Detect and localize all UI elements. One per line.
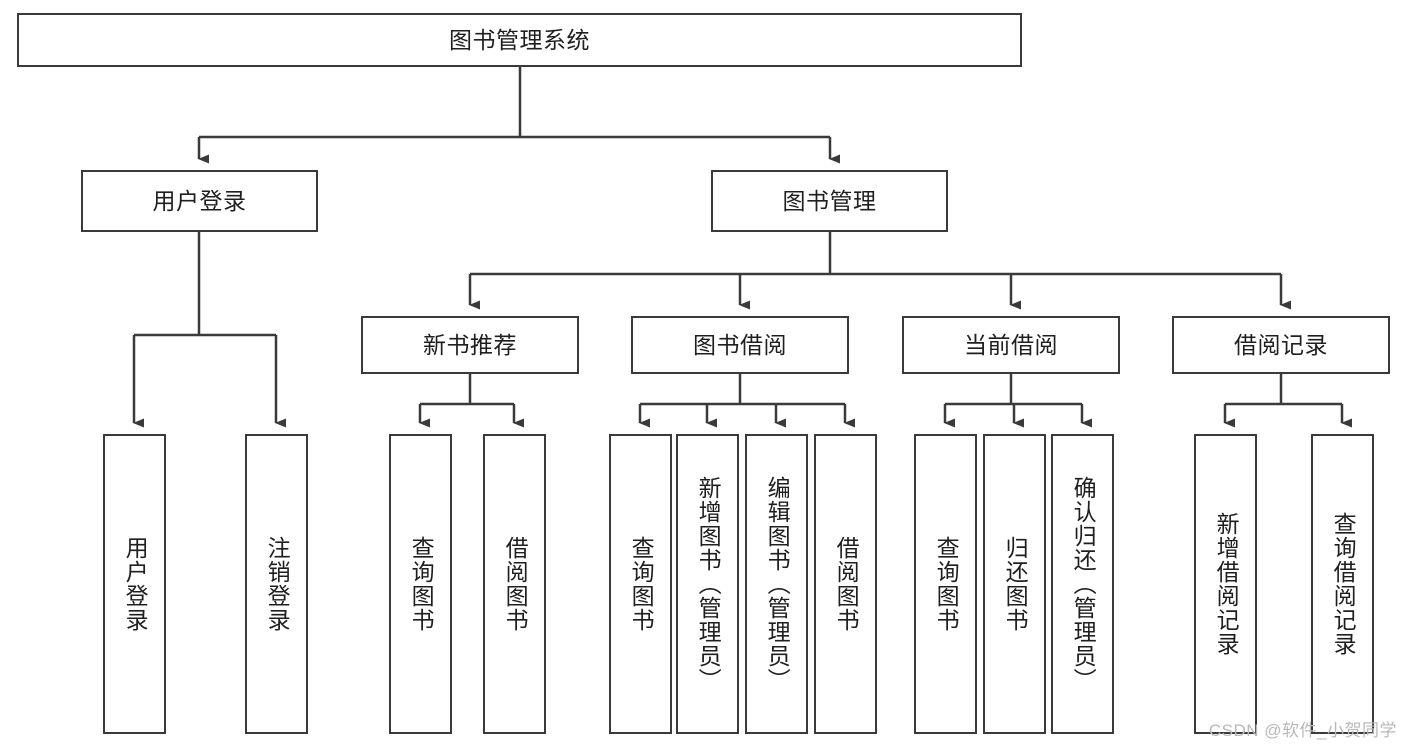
csdn-watermark: CSDN @软件_小贺同学 [1208, 721, 1397, 740]
node-leaf-add-book[interactable]: 新增图书（管理员） [676, 434, 739, 734]
node-leaf-user-login[interactable]: 用户登录 [103, 434, 166, 734]
node-borrow-record-label: 借阅记录 [1234, 331, 1328, 358]
node-borrow-record[interactable]: 借阅记录 [1172, 316, 1390, 374]
node-book-borrow-label: 图书借阅 [693, 331, 787, 358]
node-root-label: 图书管理系统 [449, 26, 590, 53]
node-user-login[interactable]: 用户登录 [81, 170, 318, 232]
node-current-borrow[interactable]: 当前借阅 [902, 316, 1120, 374]
node-leaf-query-book-3-label: 查询图书 [933, 536, 960, 632]
node-leaf-query-record[interactable]: 查询借阅记录 [1311, 434, 1374, 734]
node-leaf-return-book-label: 归还图书 [1002, 536, 1029, 632]
node-new-book-recommend-label: 新书推荐 [423, 331, 517, 358]
node-leaf-borrow-book-2-label: 借阅图书 [833, 536, 860, 632]
node-book-borrow[interactable]: 图书借阅 [631, 316, 849, 374]
node-leaf-borrow-book-1-label: 借阅图书 [502, 536, 529, 632]
node-leaf-add-book-label: 新增图书（管理员） [695, 476, 722, 692]
node-leaf-query-record-label: 查询借阅记录 [1330, 512, 1357, 656]
node-leaf-borrow-book-2[interactable]: 借阅图书 [814, 434, 877, 734]
node-book-manage-label: 图书管理 [782, 187, 877, 214]
node-leaf-query-book-1-label: 查询图书 [408, 536, 435, 632]
node-leaf-add-record-label: 新增借阅记录 [1213, 512, 1240, 656]
node-leaf-query-book-2-label: 查询图书 [628, 536, 655, 632]
node-leaf-edit-book[interactable]: 编辑图书（管理员） [745, 434, 808, 734]
node-new-book-recommend[interactable]: 新书推荐 [361, 316, 579, 374]
node-leaf-query-book-2[interactable]: 查询图书 [609, 434, 672, 734]
node-leaf-query-book-1[interactable]: 查询图书 [389, 434, 452, 734]
node-leaf-add-record[interactable]: 新增借阅记录 [1194, 434, 1257, 734]
node-leaf-user-login-label: 用户登录 [122, 536, 149, 632]
node-book-manage[interactable]: 图书管理 [711, 170, 948, 232]
node-leaf-user-logout-label: 注销登录 [264, 536, 291, 632]
node-leaf-borrow-book-1[interactable]: 借阅图书 [483, 434, 546, 734]
node-leaf-query-book-3[interactable]: 查询图书 [914, 434, 977, 734]
node-current-borrow-label: 当前借阅 [964, 331, 1058, 358]
node-leaf-return-book[interactable]: 归还图书 [983, 434, 1046, 734]
node-leaf-edit-book-label: 编辑图书（管理员） [764, 476, 791, 692]
node-root[interactable]: 图书管理系统 [17, 13, 1022, 67]
node-leaf-confirm-return-label: 确认归还（管理员） [1070, 476, 1097, 692]
node-leaf-user-logout[interactable]: 注销登录 [245, 434, 308, 734]
node-leaf-confirm-return[interactable]: 确认归还（管理员） [1051, 434, 1114, 734]
node-user-login-label: 用户登录 [152, 187, 247, 214]
